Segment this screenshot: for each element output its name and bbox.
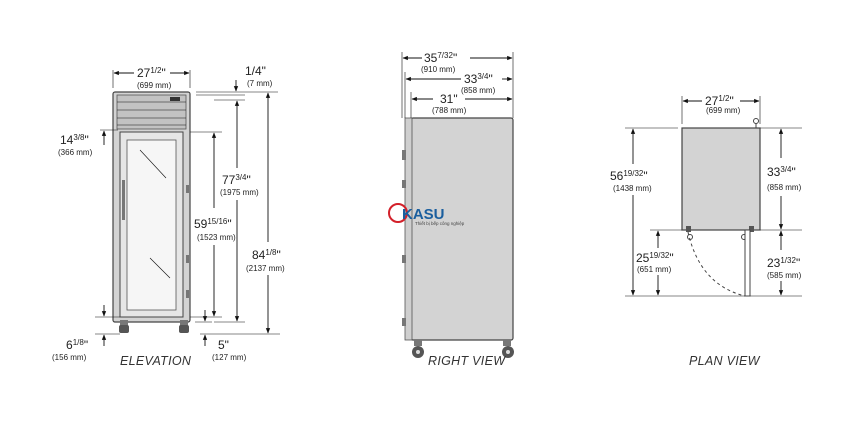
elev-door-label: 5915/16" xyxy=(194,217,232,231)
elev-louver-label: 143/8" xyxy=(60,133,89,147)
plan-body-mm: (858 mm) xyxy=(767,183,802,192)
elev-floor-label: 61/8" xyxy=(66,338,88,352)
elev-topgap-label: 1/4" xyxy=(245,64,266,78)
elev-topgap-mm: (7 mm) xyxy=(247,79,273,88)
elev-leg-label: 5" xyxy=(218,338,229,352)
right-overall-label: 357/32" xyxy=(424,51,457,65)
elev-cabinet-label: 773/4" xyxy=(222,173,251,187)
plan-clearance-label: 231/32" xyxy=(767,256,800,270)
plan-swing-mm: (651 mm) xyxy=(637,265,672,274)
elev-louver-mm: (366 mm) xyxy=(58,148,93,157)
elevation-caption: ELEVATION xyxy=(120,354,192,368)
elev-width-label: 271/2" xyxy=(137,66,166,80)
right-door-mm: (858 mm) xyxy=(461,86,496,95)
right-overall-mm: (910 mm) xyxy=(421,65,456,74)
elev-overall-label: 841/8" xyxy=(252,248,281,262)
plan-width-mm: (699 mm) xyxy=(706,106,741,115)
plan-swing-label: 2519/32" xyxy=(636,251,674,265)
plan-view: 271/2" (699 mm) 5619/32" (1438 mm) 2519/… xyxy=(610,94,802,368)
elev-cabinet-mm: (1975 mm) xyxy=(220,188,259,197)
right-cabinet-label: 31" xyxy=(440,92,458,106)
right-door-label: 333/4" xyxy=(464,72,493,86)
right-view-caption: RIGHT VIEW xyxy=(428,354,506,368)
right-view: 357/32" (910 mm) 333/4" (858 mm) 31" (78… xyxy=(388,51,514,368)
plan-total-label: 5619/32" xyxy=(610,169,648,183)
plan-view-caption: PLAN VIEW xyxy=(689,354,761,368)
right-cabinet-mm: (788 mm) xyxy=(432,106,467,115)
plan-body-label: 333/4" xyxy=(767,165,796,179)
kasu-logo-tagline: Thiết bị bếp công nghiệp xyxy=(415,221,465,226)
plan-cabinet xyxy=(681,118,761,297)
elev-overall-mm: (2137 mm) xyxy=(246,264,285,273)
right-cabinet xyxy=(402,117,514,358)
elev-width-mm: (699 mm) xyxy=(137,81,172,90)
plan-width-label: 271/2" xyxy=(705,94,734,108)
elev-leg-mm: (127 mm) xyxy=(212,353,247,362)
elevation-cabinet xyxy=(112,91,191,333)
elevation-view: 271/2" (699 mm) 1/4" (7 mm) 143/8" (366 … xyxy=(52,64,285,368)
kasu-logo-text: KASU xyxy=(402,206,445,223)
elev-floor-mm: (156 mm) xyxy=(52,353,87,362)
kasu-logo: KASU Thiết bị bếp công nghiệp xyxy=(388,203,465,226)
plan-clearance-mm: (585 mm) xyxy=(767,271,802,280)
elev-door-mm: (1523 mm) xyxy=(197,233,236,242)
plan-total-mm: (1438 mm) xyxy=(613,184,652,193)
